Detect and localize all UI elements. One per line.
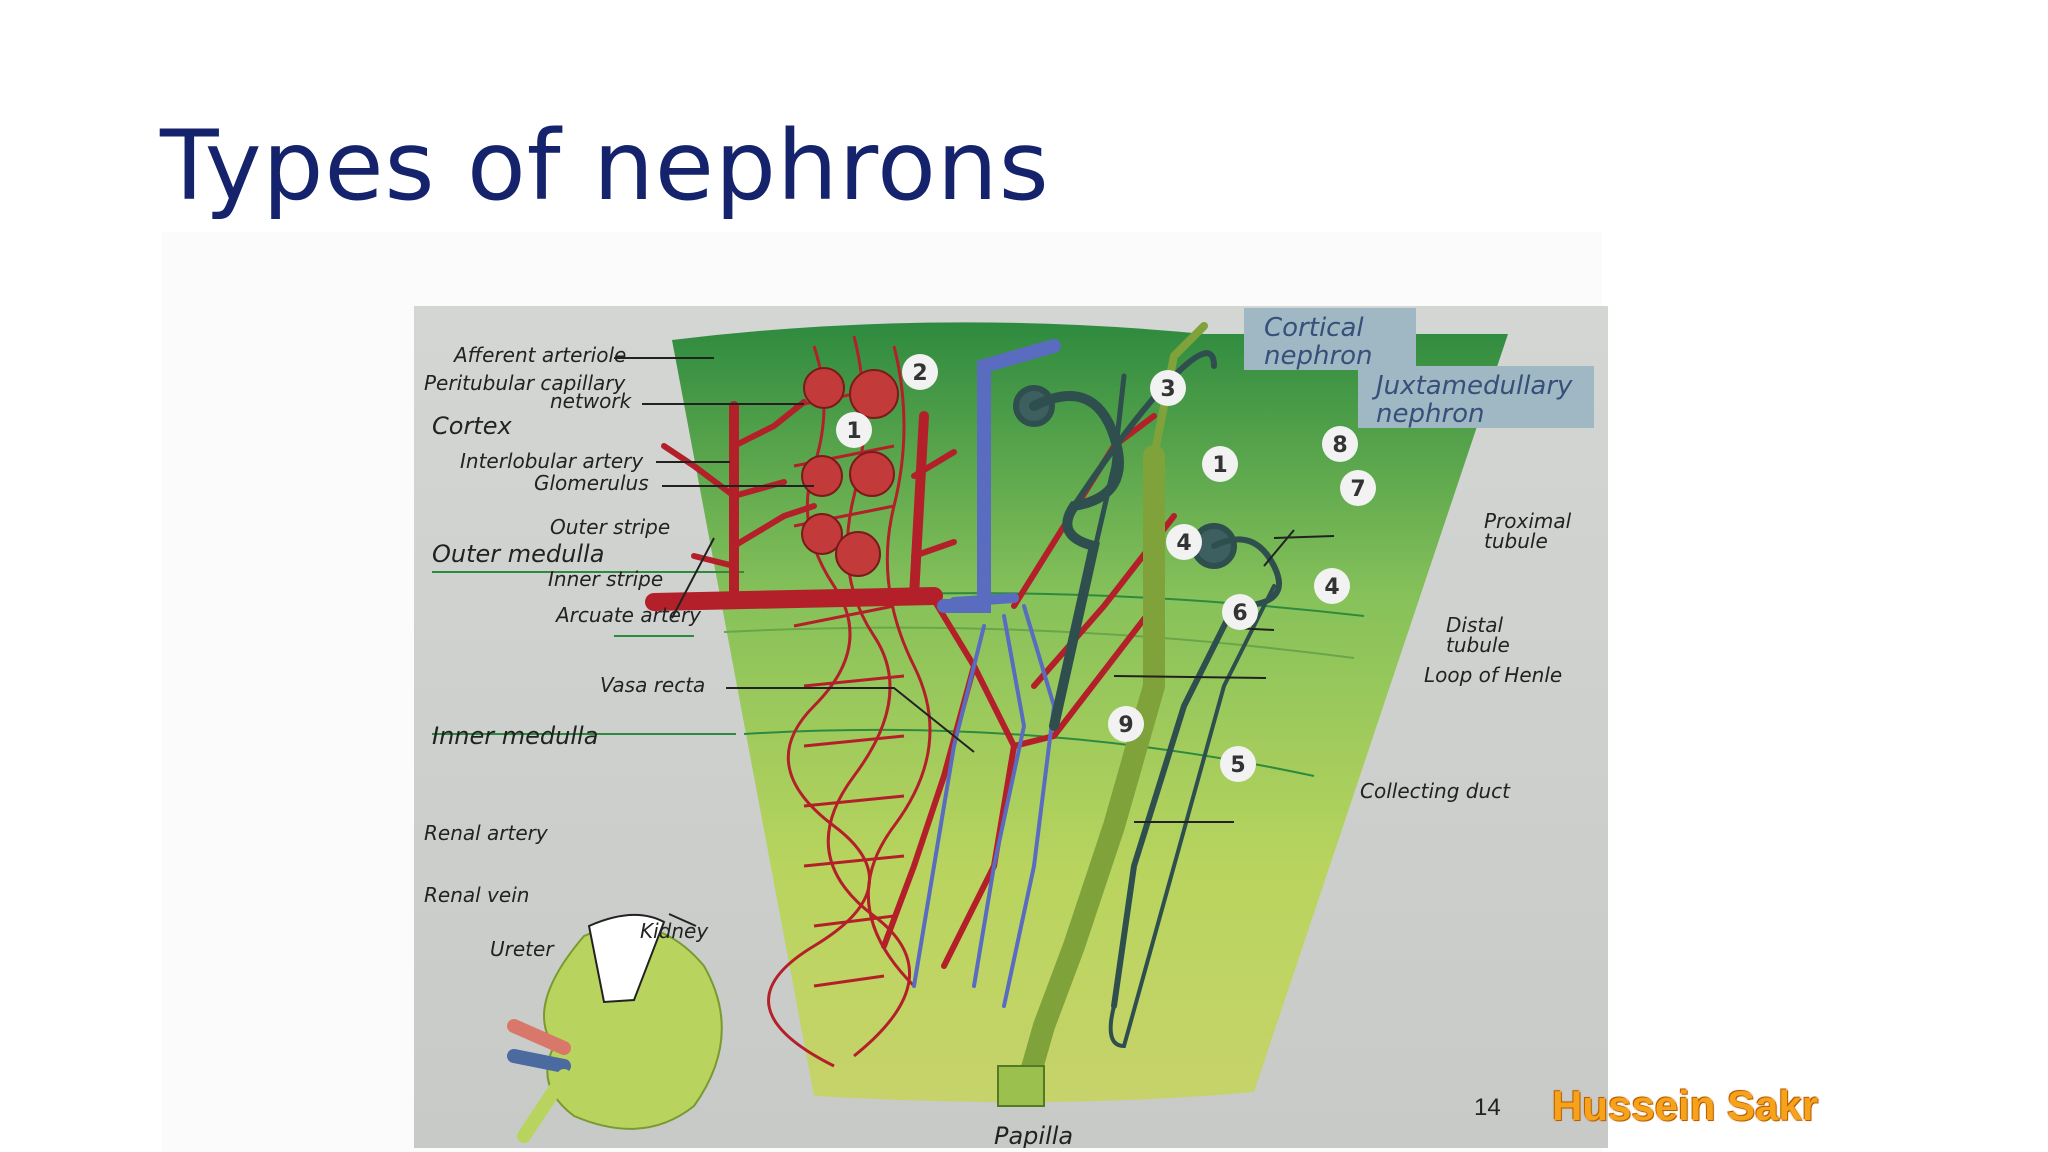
collecting-duct (997, 322, 1208, 1107)
label-arcuate-artery: Arcuate artery (554, 603, 702, 627)
label-outer-medulla: Outer medulla (432, 540, 604, 568)
label-interlobular-artery: Interlobular artery (460, 449, 644, 473)
kidney-inset (507, 913, 723, 1143)
marker-4a: 4 (1176, 531, 1191, 556)
marker-2: 2 (912, 361, 927, 386)
badge-cortical-2: nephron (1264, 341, 1373, 371)
badge-cortical-1: Cortical (1264, 313, 1364, 343)
label-papilla: Papilla (994, 1122, 1073, 1148)
label-proximal-1: Proximal (1484, 509, 1572, 533)
badge-cortical-nephron (1244, 308, 1416, 370)
label-glomerulus: Glomerulus (534, 471, 649, 495)
label-outer-stripe: Outer stripe (550, 515, 670, 539)
label-distal-2: tubule (1446, 633, 1510, 657)
marker-3: 3 (1160, 377, 1175, 402)
label-kidney: Kidney (640, 919, 709, 943)
label-afferent-arteriole: Afferent arteriole (452, 343, 626, 367)
marker-5: 5 (1230, 753, 1245, 778)
renal-wedge (672, 322, 1508, 1103)
venous-tree (912, 339, 1061, 1008)
label-collecting-duct: Collecting duct (1360, 779, 1511, 803)
label-vasa-recta: Vasa recta (600, 673, 705, 697)
label-ureter: Ureter (490, 937, 555, 961)
label-peritubular-2: network (550, 389, 633, 413)
author-signature: Hussein Sakr (1552, 1082, 1819, 1129)
slide-title: Types of nephrons (160, 110, 1050, 222)
label-inner-stripe: Inner stripe (548, 567, 663, 591)
label-distal-1: Distal (1446, 613, 1503, 637)
marker-4b: 4 (1324, 575, 1339, 600)
badge-juxta-1: Juxtamedullary (1371, 371, 1573, 401)
nephron-diagram: Cortex Outer medulla Outer stripe Inner … (414, 306, 1608, 1148)
juxtamedullary-nephron (1108, 523, 1282, 1049)
label-peritubular-1: Peritubular capillary (424, 371, 627, 395)
numbered-markers: 1 2 3 1 8 7 4 4 6 9 5 (836, 354, 1376, 782)
marker-6: 6 (1232, 601, 1247, 626)
arterial-tree (645, 399, 1177, 969)
label-inner-medulla: Inner medulla (432, 722, 598, 750)
marker-1b: 1 (1212, 453, 1227, 478)
badge-juxtamedullary-nephron (1358, 366, 1594, 428)
label-proximal-2: tubule (1484, 529, 1548, 553)
marker-8: 8 (1332, 433, 1347, 458)
label-loop-of-henle: Loop of Henle (1424, 663, 1562, 687)
label-cortex: Cortex (432, 412, 512, 440)
stripe-boundary (723, 626, 1355, 659)
label-renal-artery: Renal artery (424, 821, 549, 845)
label-renal-vein: Renal vein (424, 883, 529, 907)
marker-7: 7 (1350, 477, 1365, 502)
marker-9: 9 (1118, 713, 1133, 738)
slide-number: 14 (1474, 1094, 1501, 1121)
badge-juxta-2: nephron (1376, 399, 1485, 429)
marker-1a: 1 (846, 419, 861, 444)
